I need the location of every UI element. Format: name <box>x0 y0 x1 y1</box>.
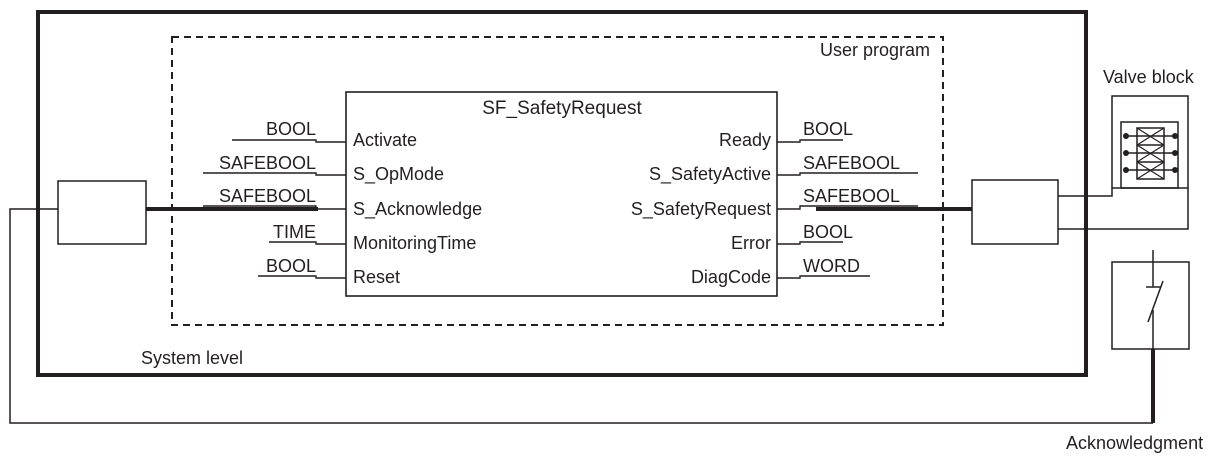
output-type-error: BOOL <box>803 222 853 242</box>
system-level-frame <box>36 10 1088 377</box>
valve-wire-b <box>1058 188 1189 230</box>
output-line-s-safetyactive <box>777 172 918 176</box>
user-program-label: User program <box>820 40 930 60</box>
input-line-monitoringtime <box>269 241 346 245</box>
input-type-reset: BOOL <box>266 256 316 276</box>
output-line-s-safetyrequest-type <box>777 205 918 210</box>
input-pin-activate: Activate <box>353 130 417 150</box>
output-type-s-safetyactive: SAFEBOOL <box>803 153 900 173</box>
output-line-ready <box>777 139 843 143</box>
valve-block-label: Valve block <box>1103 67 1195 87</box>
user-program-frame <box>171 36 944 326</box>
acknowledgment-label: Acknowledgment <box>1066 433 1203 453</box>
input-pin-monitoringtime: MonitoringTime <box>353 233 476 253</box>
output-type-diagcode: WORD <box>803 256 860 276</box>
output-pin-ready: Ready <box>719 130 771 150</box>
acknowledgment-feedback-wire <box>9 208 1153 424</box>
input-line-s-opmode <box>203 172 346 176</box>
valve-wire-a <box>1058 188 1113 197</box>
input-type-activate: BOOL <box>266 119 316 139</box>
input-type-s-opmode: SAFEBOOL <box>219 153 316 173</box>
input-pin-s-acknowledge: S_Acknowledge <box>353 199 482 220</box>
valve-block <box>1111 95 1189 189</box>
input-line-reset <box>258 275 346 279</box>
input-type-s-acknowledge: SAFEBOOL <box>219 186 316 206</box>
output-pin-s-safetyactive: S_SafetyActive <box>649 164 771 185</box>
input-pin-reset: Reset <box>353 267 400 287</box>
system-level-label: System level <box>141 348 243 368</box>
function-block-title: SF_SafetyRequest <box>482 98 642 119</box>
output-pin-diagcode: DiagCode <box>691 267 771 287</box>
output-line-error <box>777 241 843 245</box>
output-pin-s-safetyrequest: S_SafetyRequest <box>631 199 771 220</box>
input-module-box <box>57 180 147 245</box>
output-type-ready: BOOL <box>803 119 853 139</box>
output-module-box <box>971 179 1059 245</box>
output-line-diagcode <box>777 275 870 279</box>
output-pin-error: Error <box>731 233 771 253</box>
acknowledgment-switch <box>1111 250 1190 423</box>
input-type-monitoringtime: TIME <box>273 222 316 242</box>
output-type-s-safetyrequest: SAFEBOOL <box>803 186 900 206</box>
function-block <box>345 91 778 297</box>
input-line-activate <box>232 139 346 143</box>
input-pin-s-opmode: S_OpMode <box>353 164 444 185</box>
